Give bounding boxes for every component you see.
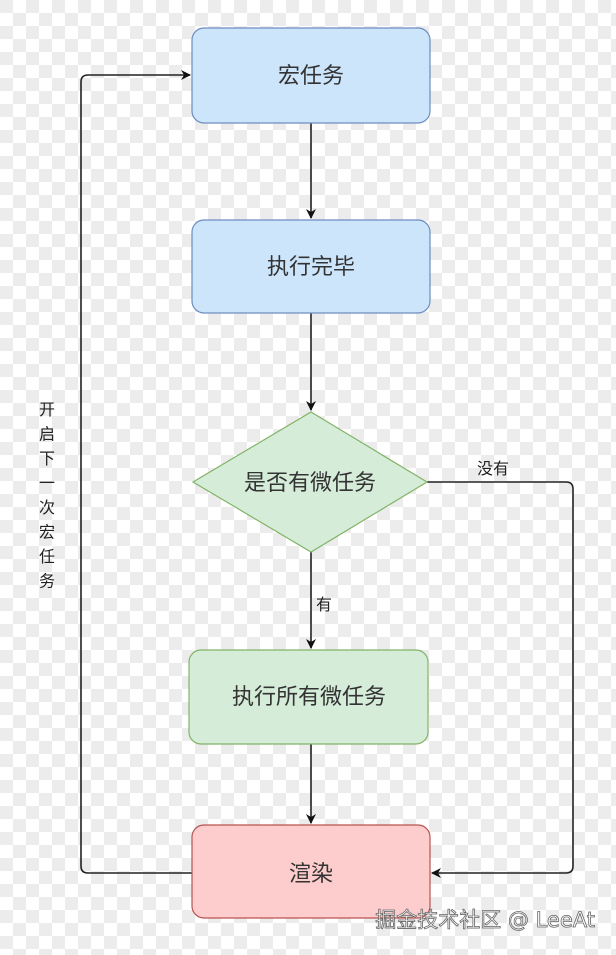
loop-label-char: 开 <box>39 400 55 419</box>
watermark: 掘金技术社区 @ LeeAt <box>375 908 595 932</box>
loop-label-char: 下 <box>39 449 55 468</box>
node-render: 渲染 <box>191 824 431 919</box>
loop-label-char: 启 <box>39 425 55 444</box>
loop-label-char: 一 <box>39 474 55 493</box>
node-macro-task: 宏任务 <box>191 27 431 124</box>
node-label: 执行所有微任务 <box>232 685 386 710</box>
node-exec-done: 执行完毕 <box>191 219 431 314</box>
node-has-micro-decision: 是否有微任务 <box>191 411 429 553</box>
loop-label-char: 任 <box>39 547 55 566</box>
node-label: 是否有微任务 <box>244 471 376 496</box>
edge-label-yes: 有 <box>316 595 332 614</box>
edge-no <box>427 481 574 878</box>
loop-label-char: 务 <box>39 572 55 591</box>
edge-label-no: 没有 <box>477 459 509 478</box>
node-exec-micro: 执行所有微任务 <box>188 649 429 745</box>
node-label: 渲染 <box>289 862 333 887</box>
node-label: 执行完毕 <box>267 255 355 280</box>
node-label: 宏任务 <box>278 64 344 89</box>
loop-label-char: 宏 <box>39 523 55 542</box>
edge-loop-back <box>80 70 192 874</box>
loop-label-char: 次 <box>39 498 55 517</box>
